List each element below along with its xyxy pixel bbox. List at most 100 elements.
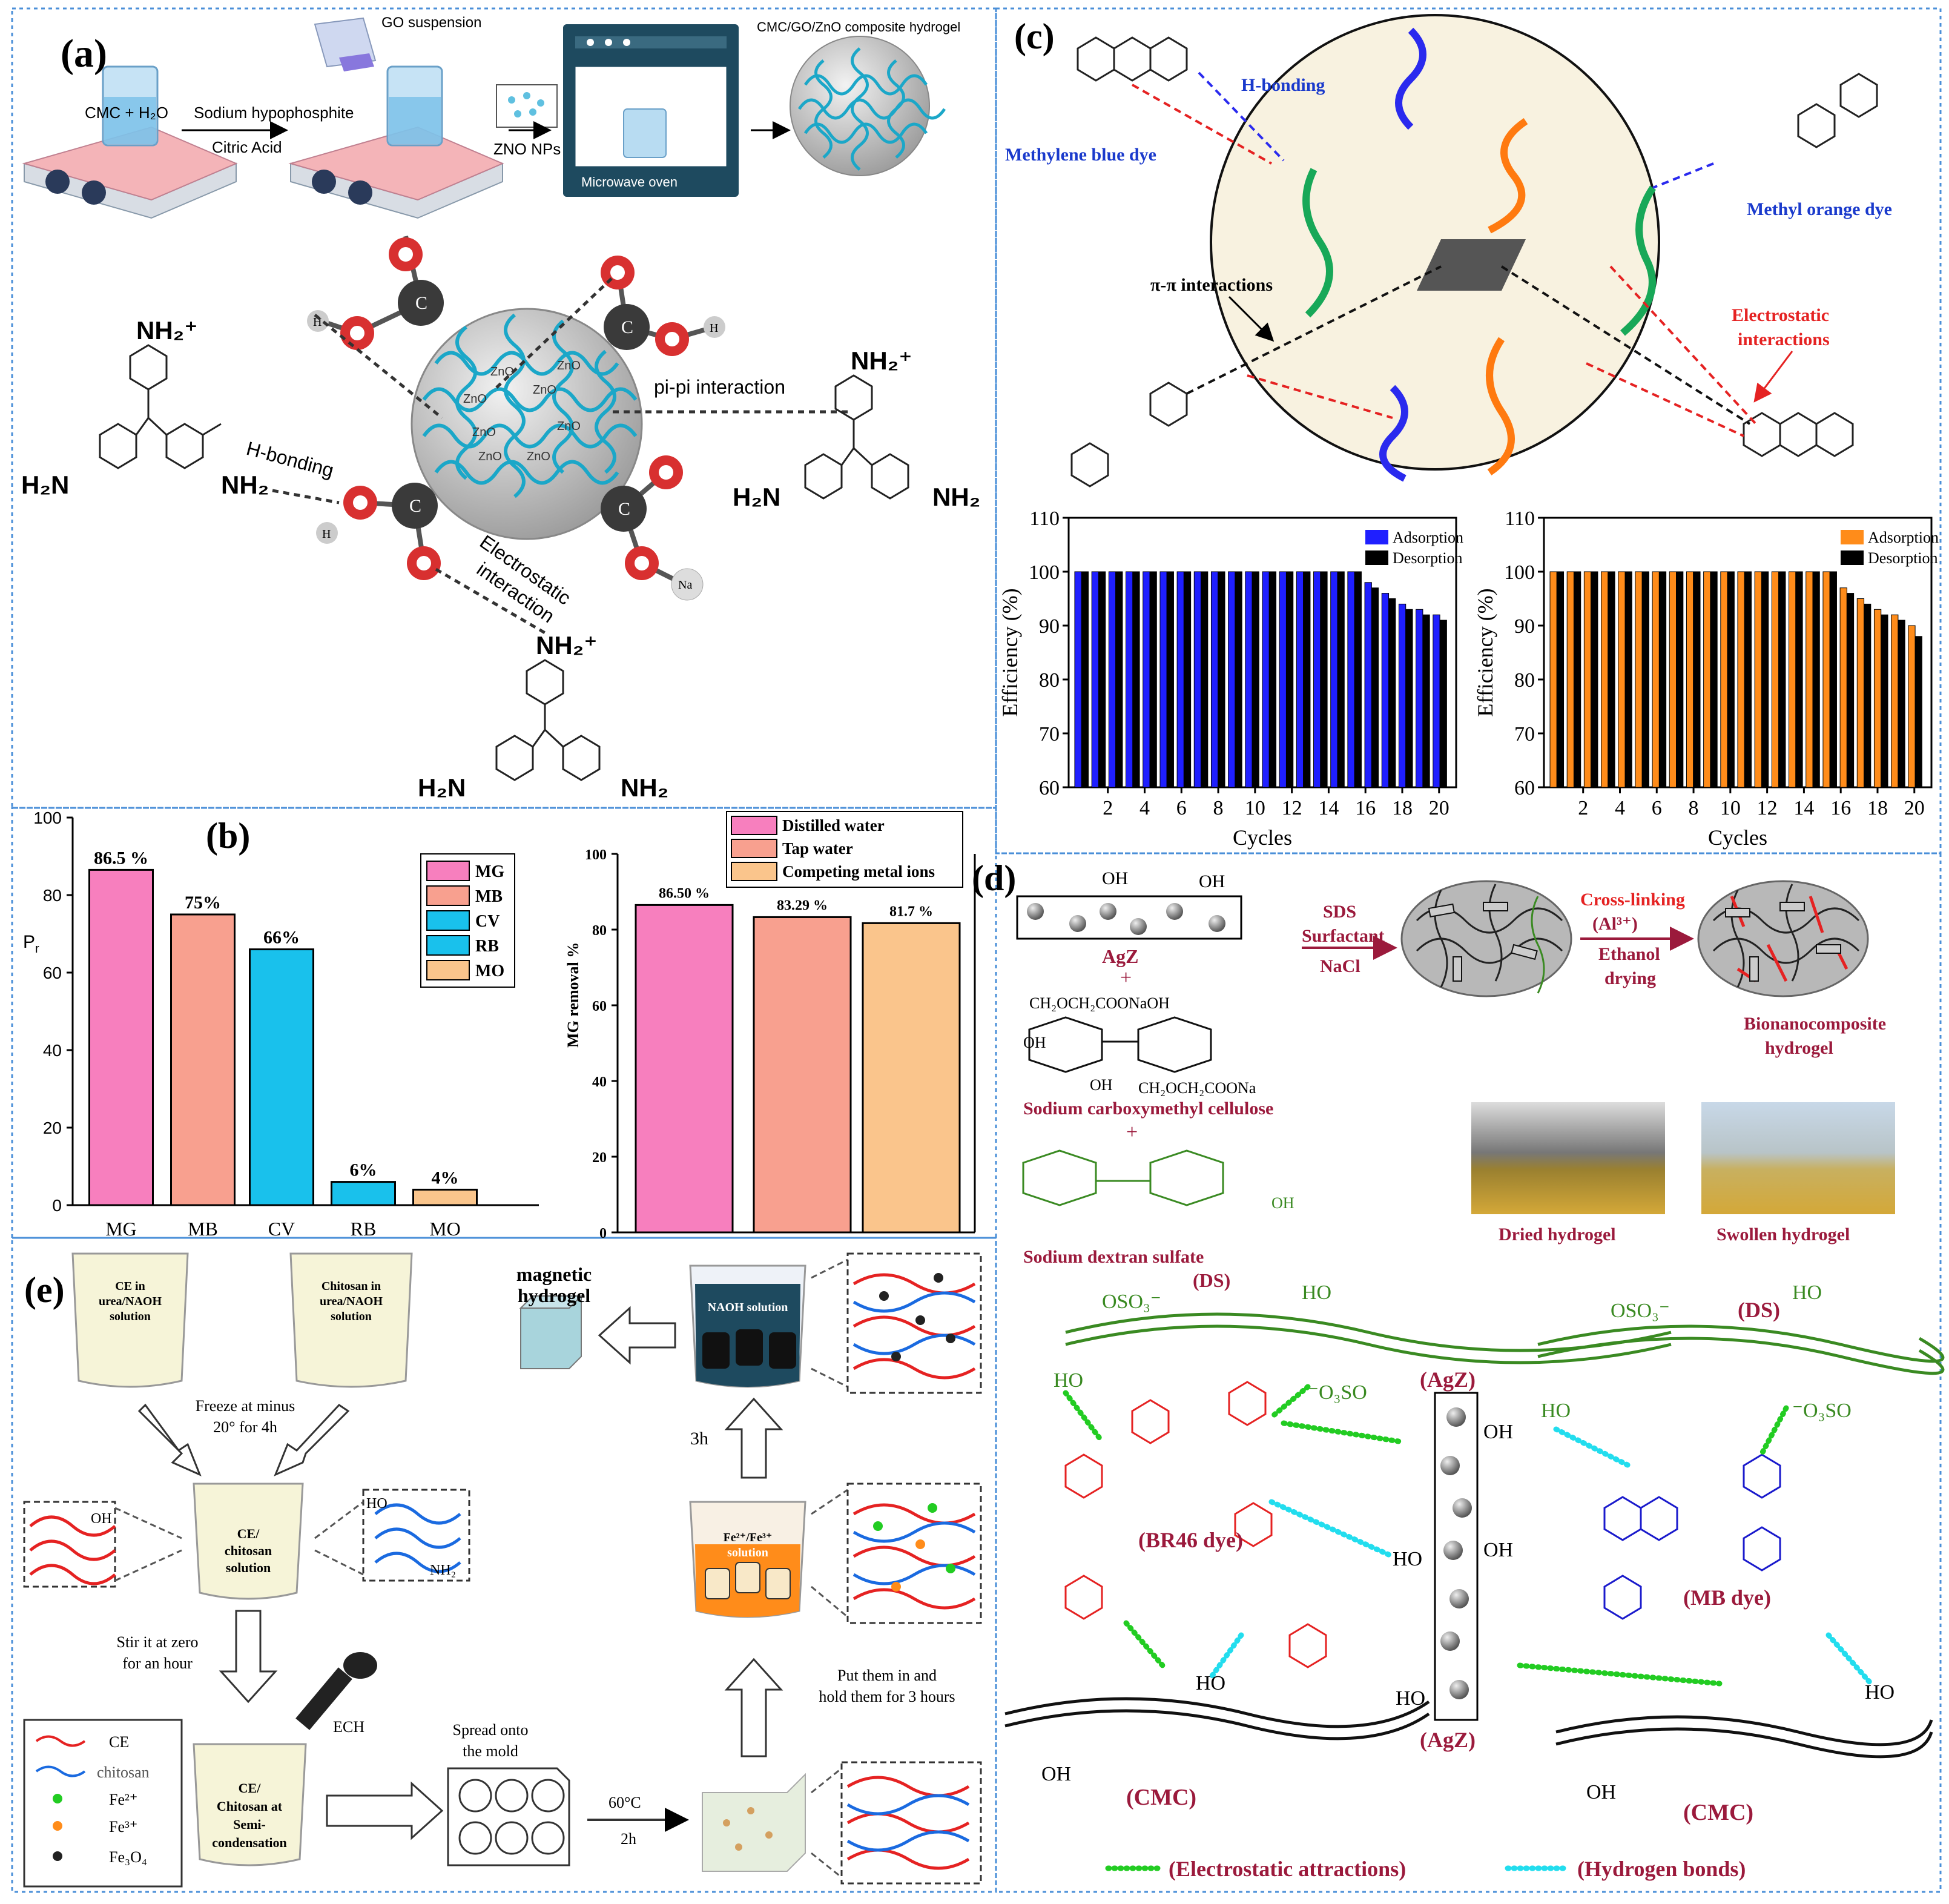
svg-text:hold them for 3 hours: hold them for 3 hours [819,1688,955,1705]
b2-ytick-label: 80 [592,923,607,939]
e-inset-gel [840,1761,982,1885]
c1-xtick-label: 6 [1176,797,1187,819]
b2-bar [753,916,852,1234]
svg-text:OH: OH [1023,1034,1046,1051]
c1-bar-adsorption [1364,582,1372,788]
c2-bar-adsorption [1686,571,1694,788]
c1-bar-desorption [1098,571,1106,788]
cross-label-3: Ethanol [1598,944,1660,964]
svg-text:NH₂: NH₂ [430,1562,456,1578]
svg-text:CE: CE [109,1733,129,1751]
c1-bar-adsorption [1296,571,1304,788]
c1-bar-desorption [1422,614,1430,788]
e-inset-naoh [846,1252,982,1394]
b1-category-label: MG [105,1218,137,1240]
c1-xtick-label: 8 [1213,797,1224,819]
c2-bar-desorption [1676,571,1684,788]
b2-ytick-label: 60 [592,999,607,1014]
e-inset-chitosan [362,1489,470,1582]
c-mo-label: Methyl orange dye [1747,199,1892,219]
b1-ytick-label: 40 [43,1041,62,1060]
b2-ytick-label: 100 [585,847,607,863]
c1-ylabel: Efficiency (%) [998,588,1022,716]
c-molecule-mo-top [1797,73,1878,148]
e-temp-label: 60°C [608,1794,641,1811]
c1-bar-desorption [1388,598,1396,788]
c2-xtick-label: 10 [1720,797,1741,819]
mg1-nh2: NH₂ [221,471,269,499]
panel-d-label: (d) [972,858,1016,898]
hydrogel-disc-2 [1697,880,1869,997]
ds-label-2: (DS) [1738,1298,1780,1322]
b2-legend-swatch [731,862,777,881]
svg-text:OH: OH [1586,1781,1616,1803]
c2-bar-adsorption [1601,571,1609,788]
sds-label-1: SDS [1323,902,1356,922]
c2-xtick-label: 20 [1904,797,1925,819]
b1-bar-label: 6% [350,1160,377,1180]
svg-text:Fe²⁺: Fe²⁺ [109,1791,138,1808]
legend-electro-label: (Electrostatic attractions) [1169,1857,1406,1881]
svg-text:OH: OH [1102,868,1128,888]
c2-ytick-label: 90 [1514,615,1535,638]
svg-text:hydrogel: hydrogel [518,1284,590,1306]
swollen-hydrogel-photo [1701,1102,1895,1214]
c2-xtick-label: 12 [1757,797,1778,819]
c2-bar-adsorption [1669,571,1677,788]
b2-bar-label: 81.7 % [889,904,933,919]
c1-bar-adsorption [1074,571,1082,788]
panel-a-label: (a) [61,31,107,76]
c2-bar-desorption [1829,571,1837,788]
svg-text:OH: OH [1090,1076,1113,1094]
agz-label: AgZ [1102,945,1138,967]
c1-bar-desorption [1132,571,1140,788]
c2-ytick-label: 60 [1514,777,1535,799]
c1-legend-label: Desorption [1393,549,1463,567]
mg2-nh2plus: NH₂⁺ [851,346,912,375]
svg-text:HO: HO [1302,1281,1331,1304]
cmc-rings [1028,1016,1212,1073]
b2-legend-label: Competing metal ions [782,862,935,881]
e-beaker-fe [689,1501,806,1618]
a-go-label: GO suspension [381,15,481,31]
c2-bar-desorption [1624,571,1632,788]
b1-legend-swatch [426,935,470,956]
c2-xtick-label: 6 [1652,797,1662,819]
c2-bar-adsorption [1583,571,1592,788]
svg-text:solution: solution [110,1310,151,1323]
c1-legend-label: Adsorption [1393,529,1463,546]
c2-bar-desorption [1573,571,1581,788]
zno-dots [508,92,544,117]
svg-text:solution: solution [226,1560,271,1575]
svg-text:CE/: CE/ [237,1526,260,1541]
c1-bar-desorption [1166,571,1174,788]
zno-labels: ZnO ZnO ZnO ZnO ZnO ZnO ZnO ZnO [463,359,581,463]
ds-name: Sodium dextran sulfate [1023,1247,1204,1267]
e-magnetic-cube [519,1294,583,1369]
c2-xtick-label: 14 [1793,797,1814,819]
disc1-platelets [1428,902,1538,982]
ds-oh: OH [1271,1194,1294,1212]
c1-bar-adsorption [1193,571,1202,788]
c2-ytick-label: 100 [1504,561,1535,584]
c1-bar-desorption [1268,571,1277,788]
c1-bar-desorption [1235,571,1242,788]
svg-text:Freeze at minus: Freeze at minus [196,1397,295,1415]
c1-bar-adsorption [1126,571,1133,788]
c1-bar-desorption [1201,571,1209,788]
svg-text:Chitosan at: Chitosan at [217,1799,283,1814]
c2-ytick-label: 70 [1514,723,1535,745]
svg-text:Na: Na [678,578,692,592]
c1-ytick-label: 100 [1029,561,1060,584]
c-molecule-mb-top [1077,36,1188,82]
cross-label-1: Cross-linking [1580,890,1685,910]
c1-xtick-label: 16 [1355,797,1376,819]
cmc-label-2: (CMC) [1683,1800,1753,1825]
c2-bar-desorption [1744,571,1752,788]
b1-ylabel: Pr [23,932,39,956]
c1-bar-adsorption [1279,571,1287,788]
e-arrow-6 [724,1397,783,1479]
b1-bar [249,948,314,1206]
c-polymer-chains [1302,27,1657,482]
